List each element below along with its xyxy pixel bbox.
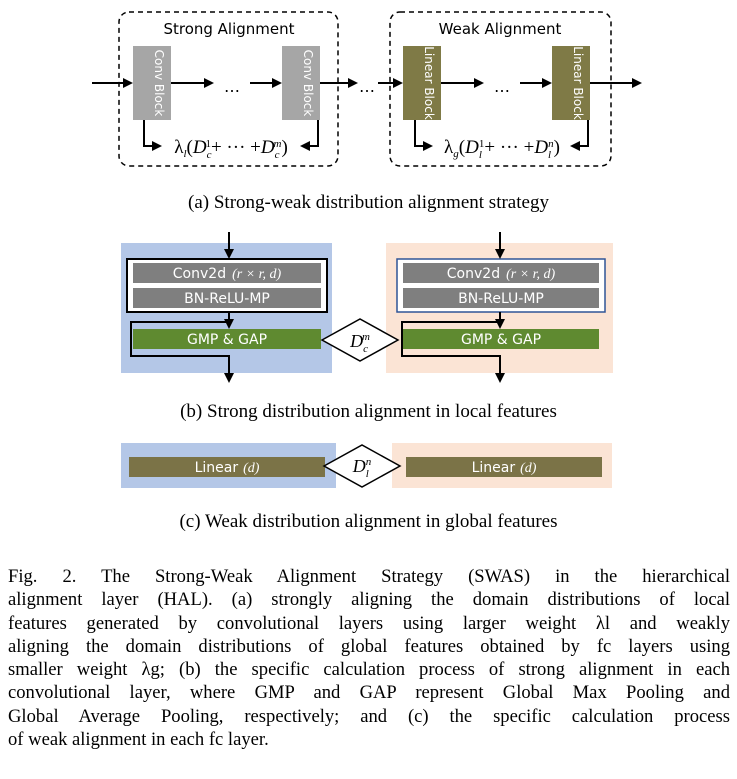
- weak-alignment-title: Weak Alignment: [439, 20, 562, 38]
- conv-block-m-subscript: m: [298, 121, 308, 128]
- figure-caption-line: smaller weight λg; (b) the specific calc…: [8, 659, 730, 681]
- linear-block-1-label-group: Linear Block: [422, 46, 436, 120]
- target-bn-bar: [403, 288, 599, 308]
- figure-caption-line: features generated by convolutional laye…: [8, 612, 730, 634]
- conv-block-1-subscript: 1: [149, 121, 159, 126]
- panel-a-caption: (a) Strong-weak distribution alignment s…: [188, 192, 549, 213]
- figure-caption-line: aligning the domain distributions of glo…: [8, 635, 730, 657]
- target-output-arrow: [401, 321, 505, 383]
- figure-caption-line: of weak alignment in each fc layer.: [8, 729, 269, 751]
- target-linear-text: Linear(d): [472, 460, 537, 476]
- figure-caption-line: alignment layer (HAL). (a) strongly alig…: [8, 589, 730, 611]
- strong-alignment-title: Strong Alignment: [163, 20, 294, 38]
- linear-dots: …: [494, 77, 510, 96]
- target-pool-text: GMP & GAP: [461, 332, 541, 348]
- weak-alignment-box: [389, 11, 612, 167]
- target-bn-text: BN-ReLU-MP: [458, 291, 544, 307]
- conv-block-1-label: Conv Block: [152, 50, 166, 117]
- source-linear-bar: [129, 457, 325, 477]
- middle-dots: …: [359, 77, 375, 96]
- source-linear-text: Linear(d): [195, 460, 260, 476]
- linear-block-n-label-group: Linear Block: [571, 46, 585, 120]
- panel-a: Strong Alignment Weak Alignment Conv Blo…: [92, 11, 642, 167]
- figure-caption-line: convolutional layer, where GMP and GAP r…: [8, 682, 730, 704]
- conv-block-m-label-group: Conv Block: [301, 50, 315, 117]
- local-distance-label: Dcm: [349, 331, 370, 355]
- conv-dots: …: [224, 77, 240, 96]
- source-bn-text: BN-ReLU-MP: [184, 291, 270, 307]
- weak-alignment-formula: λg(Dl1+ ··· +Dln): [444, 137, 560, 161]
- linear-block-n-subscript: n: [568, 123, 578, 128]
- target-linear-bar: [406, 457, 602, 477]
- figure-caption-line: Fig. 2. The Strong-Weak Alignment Strate…: [8, 566, 730, 587]
- global-distance-label: Dln: [352, 456, 372, 480]
- figure-caption-line: Global Average Pooling, respectively; an…: [8, 705, 730, 727]
- linear-block-1-subscript: 1: [419, 123, 429, 128]
- source-output-arrow: [130, 321, 234, 383]
- source-bn-bar: [133, 288, 321, 308]
- strong-alignment-formula: λl(Dc1+ ··· +Dcm): [174, 137, 288, 161]
- source-conv2d-bar: [133, 263, 321, 283]
- linear-block-1: [403, 46, 441, 120]
- strong-right-feedback-arrow: [300, 120, 319, 151]
- source-pool-text: GMP & GAP: [187, 332, 267, 348]
- linear-block-n-label: Linear Block: [571, 46, 585, 120]
- source-conv2d-text: Conv2d(r × r, d): [173, 266, 282, 282]
- conv-block-m: [282, 46, 320, 120]
- linear-block-1-label: Linear Block: [422, 46, 436, 120]
- strong-alignment-box: [118, 11, 339, 167]
- target-conv2d-bar: [403, 263, 599, 283]
- panel-b: Conv2d(r × r, d) BN-ReLU-MP GMP & GAP Co…: [121, 232, 613, 383]
- linear-block-n: [552, 46, 590, 120]
- figure-caption: Fig. 2. The Strong-Weak Alignment Strate…: [8, 565, 730, 751]
- panel-b-caption: (b) Strong distribution alignment in loc…: [180, 401, 557, 422]
- target-pool-bar: [403, 329, 599, 349]
- conv-block-m-label: Conv Block: [301, 50, 315, 117]
- weak-left-feedback-arrow: [414, 120, 433, 151]
- target-conv2d-text: Conv2d(r × r, d): [447, 266, 556, 282]
- panel-c: Linear(d) Linear(d) Dln: [121, 443, 612, 488]
- panel-c-caption: (c) Weak distribution alignment in globa…: [179, 511, 558, 532]
- local-distance-diamond: [320, 318, 400, 362]
- weak-right-feedback-arrow: [570, 120, 589, 151]
- source-pool-bar: [133, 329, 321, 349]
- conv-block-1-label-group: Conv Block: [152, 50, 166, 117]
- global-distance-diamond: [322, 444, 402, 488]
- conv-block-1: [133, 46, 171, 120]
- strong-left-feedback-arrow: [143, 120, 162, 151]
